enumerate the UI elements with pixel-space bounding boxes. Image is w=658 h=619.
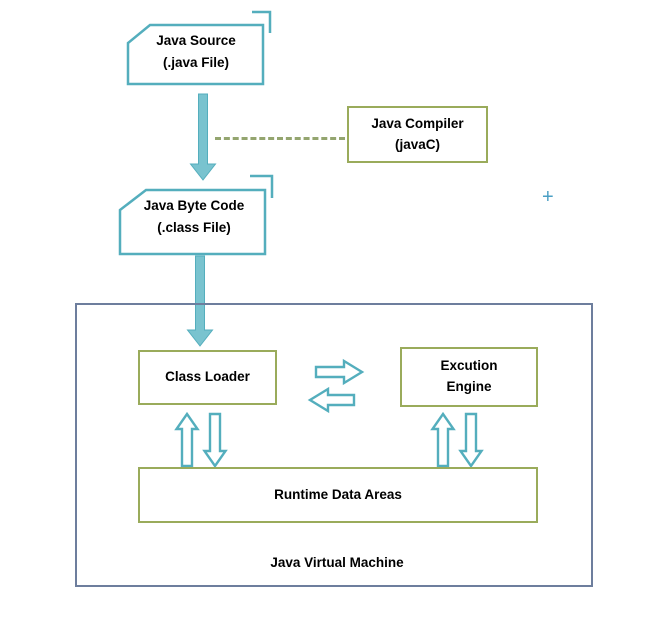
node-execution-engine: Excution Engine [400, 347, 538, 407]
java-bytecode-document-shape [118, 174, 274, 256]
java-bytecode-label: Java Byte Code (.class File) [122, 195, 266, 239]
arrow-bytecode-to-jvm [186, 255, 214, 347]
exchange-arrows-engine-runtime [430, 411, 484, 469]
java-bytecode-line2: (.class File) [157, 220, 231, 235]
down-arrow-icon [186, 255, 214, 347]
dashed-connector-compiler [215, 137, 345, 140]
java-source-label: Java Source (.java File) [130, 30, 262, 74]
up-arrow-icon [430, 411, 456, 468]
node-class-loader: Class Loader [138, 350, 277, 405]
arrow-source-to-bytecode [189, 93, 217, 181]
left-arrow-icon [307, 386, 356, 414]
exchange-arrows-loader-engine [307, 358, 365, 414]
java-source-document-shape [126, 10, 272, 86]
jvm-label: Java Virtual Machine [270, 555, 404, 570]
crosshair-cursor-icon: + [542, 186, 554, 208]
node-runtime-data-areas: Runtime Data Areas [138, 467, 538, 523]
class-loader-label: Class Loader [165, 369, 250, 385]
card-shape [126, 23, 265, 86]
execution-engine-line2: Engine [446, 379, 492, 394]
up-arrow-icon [174, 411, 200, 468]
java-source-line2: (.java File) [162, 55, 230, 70]
right-arrow-icon [314, 358, 365, 386]
down-arrow-icon [458, 412, 484, 469]
java-source-line1: Java Source [156, 33, 236, 48]
node-java-compiler: Java Compiler (javaC) [347, 106, 488, 163]
corner-bracket-icon [252, 10, 272, 33]
runtime-data-areas-label: Runtime Data Areas [274, 486, 402, 502]
down-arrow-icon [202, 412, 228, 469]
jvm-container [75, 303, 593, 587]
java-compiler-line2: (javaC) [394, 136, 440, 152]
down-arrow-icon [189, 93, 217, 181]
execution-engine-line1: Excution [440, 358, 498, 374]
card-shape [118, 188, 267, 256]
exchange-arrows-loader-runtime [174, 411, 228, 469]
java-bytecode-line1: Java Byte Code [143, 198, 245, 213]
java-compiler-line1: Java Compiler [371, 115, 464, 131]
corner-bracket-icon [250, 174, 274, 198]
